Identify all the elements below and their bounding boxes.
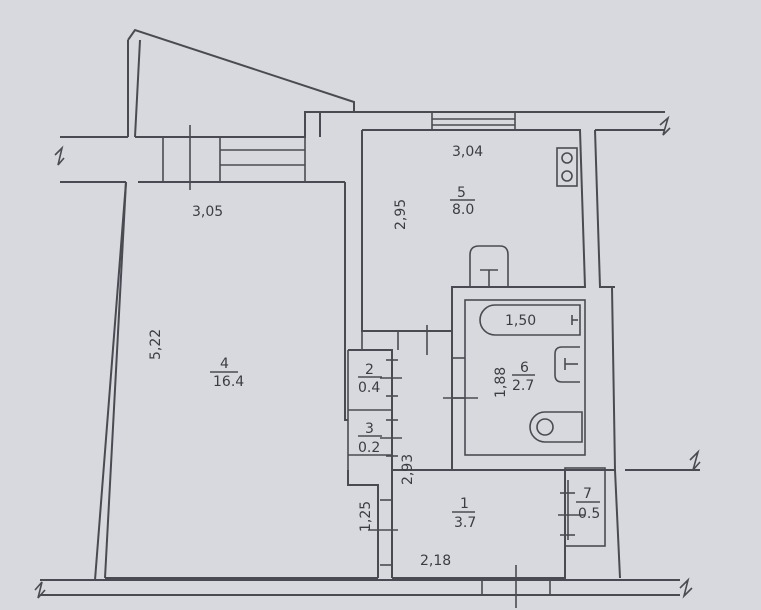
- outer-wall-top-right: [319, 111, 671, 137]
- room-1-hall: [392, 449, 701, 579]
- dim-kitchen-length: 2,95: [393, 199, 409, 230]
- room-5-number: 5: [457, 185, 466, 201]
- outer-wall-top-left: [54, 111, 345, 190]
- room-6-number: 6: [520, 360, 529, 376]
- bathtub-icon: [479, 304, 581, 336]
- dim-kitchen-width: 3,04: [452, 144, 483, 160]
- dim-room4-width: 3,05: [192, 204, 223, 220]
- dim-niche-length: 1,25: [358, 501, 374, 532]
- outer-wall-bottom: [34, 565, 693, 608]
- dim-corridor-length: 2,93: [400, 454, 416, 485]
- dim-bath-length: 1,50: [505, 313, 536, 329]
- labels: 3,05 5,22 4 16.4 3,04 2,95 5 8.0 1,50 1,…: [148, 144, 600, 569]
- room-3-number: 3: [365, 421, 374, 437]
- room-4-area: 16.4: [213, 374, 244, 390]
- room-3-area: 0.2: [358, 440, 380, 456]
- dim-bathroom-length: 1,88: [493, 367, 509, 398]
- dim-room4-length: 5,22: [148, 329, 164, 360]
- room-5-area: 8.0: [452, 202, 474, 218]
- room-4-number: 4: [220, 356, 229, 372]
- room-2-number: 2: [365, 362, 374, 378]
- toilet-icon: [529, 411, 583, 443]
- room-7-number: 7: [583, 486, 592, 502]
- balcony: [127, 28, 355, 138]
- room-1-area: 3.7: [454, 515, 476, 531]
- dim-hall-width: 2,18: [420, 553, 451, 569]
- corridor: [347, 325, 436, 578]
- kitchen-sink-icon: [469, 245, 509, 287]
- room-6-area: 2.7: [512, 378, 534, 394]
- room-7-area: 0.5: [578, 506, 600, 522]
- room-1-number: 1: [460, 496, 469, 512]
- room-4-living-room: [94, 181, 378, 581]
- stove-icon: [556, 147, 578, 187]
- closet-7: [564, 467, 606, 547]
- room-2-area: 0.4: [358, 380, 380, 396]
- bathroom-sink-icon: [554, 346, 580, 383]
